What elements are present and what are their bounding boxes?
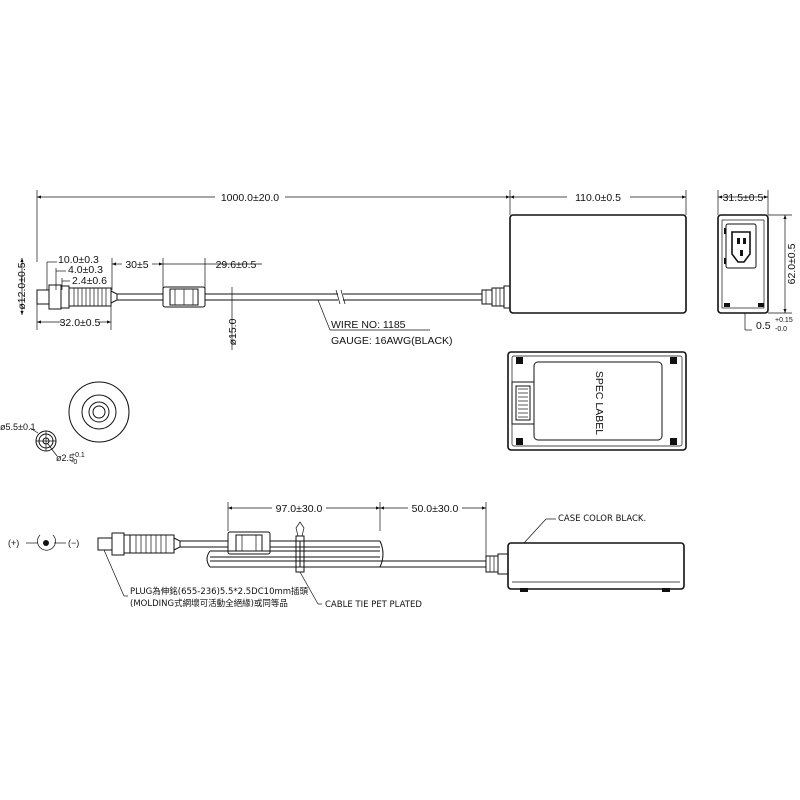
dim-foot-height: 0.5 <box>756 320 771 332</box>
plug-detail: ø5.5±0.1 ø2.5 +0.1 -0 <box>0 381 130 466</box>
adapter-case-bottom <box>507 351 687 451</box>
wire-no-label: WIRE NO: 1185 <box>331 319 406 331</box>
dim-width: 62.0±0.5 <box>786 243 798 284</box>
adapter-case-profile <box>507 542 685 590</box>
dim-cable-length: 1000.0±20.0 <box>221 192 279 204</box>
dim-plug-inner-tol-upper: +0.1 <box>71 452 85 459</box>
bottom-view: SPEC LABEL <box>507 351 687 451</box>
dim-case-length: 110.0±0.5 <box>575 192 621 204</box>
dim-tail-distance: 50.0±30.0 <box>412 503 459 515</box>
dim-plug-inner-tol-lower: -0 <box>71 459 77 466</box>
dim-plug-inner-dia: ø2.5 <box>56 453 74 463</box>
iec-inlet <box>731 231 751 263</box>
spec-label: SPEC LABEL <box>593 371 605 435</box>
vent-slots <box>518 388 528 418</box>
top-view: 1000.0±20.0 110.0±0.5 ø12.0±0.5 10.0±0.3… <box>16 190 687 350</box>
plug-grip-ribs-lower <box>135 535 167 553</box>
dim-foot-tol-lower: -0.0 <box>775 326 787 333</box>
side-view: 31.5±0.5 62.0±0.5 0.5 +0.15 -0.0 <box>717 190 798 333</box>
case-color-note: CASE COLOR BLACK. <box>558 514 646 524</box>
lower-view: (+) (−) PLUG為伸銘(655-236)5.5*2.5DC10mm插頭 … <box>8 502 685 610</box>
dim-plug-a: 10.0±0.3 <box>58 254 99 266</box>
dim-plug-outer-dia: ø5.5±0.1 <box>0 422 35 432</box>
dim-plug-dia: ø12.0±0.5 <box>16 262 28 309</box>
dim-core-length: 29.6±0.5 <box>216 259 257 271</box>
polarity-negative: (−) <box>68 538 79 548</box>
dim-core-dia: ø15.0 <box>227 318 239 345</box>
gauge-label: GAUGE: 16AWG(BLACK) <box>331 335 453 347</box>
dim-plug-c: 2.4±0.6 <box>72 275 107 287</box>
plug-note-line1: PLUG為伸銘(655-236)5.5*2.5DC10mm插頭 <box>130 586 309 597</box>
dim-plug-b: 4.0±0.3 <box>68 264 103 276</box>
adapter-case-side <box>717 214 769 314</box>
dim-plug-total: 32.0±0.5 <box>60 317 101 329</box>
plug-grip-ribs <box>73 288 107 306</box>
adapter-case-top <box>509 214 687 314</box>
polarity-positive: (+) <box>8 538 19 548</box>
dim-foot-tol-upper: +0.15 <box>775 317 793 324</box>
dim-core-offset: 30±5 <box>125 259 148 271</box>
dim-core-distance: 97.0±30.0 <box>276 503 323 515</box>
dim-thickness: 31.5±0.5 <box>723 192 764 204</box>
cable-tie-note: CABLE TIE PET PLATED <box>325 600 422 610</box>
plug-note-line2: (MOLDING式網壞可活動全絕緣)或同等品 <box>130 598 288 609</box>
